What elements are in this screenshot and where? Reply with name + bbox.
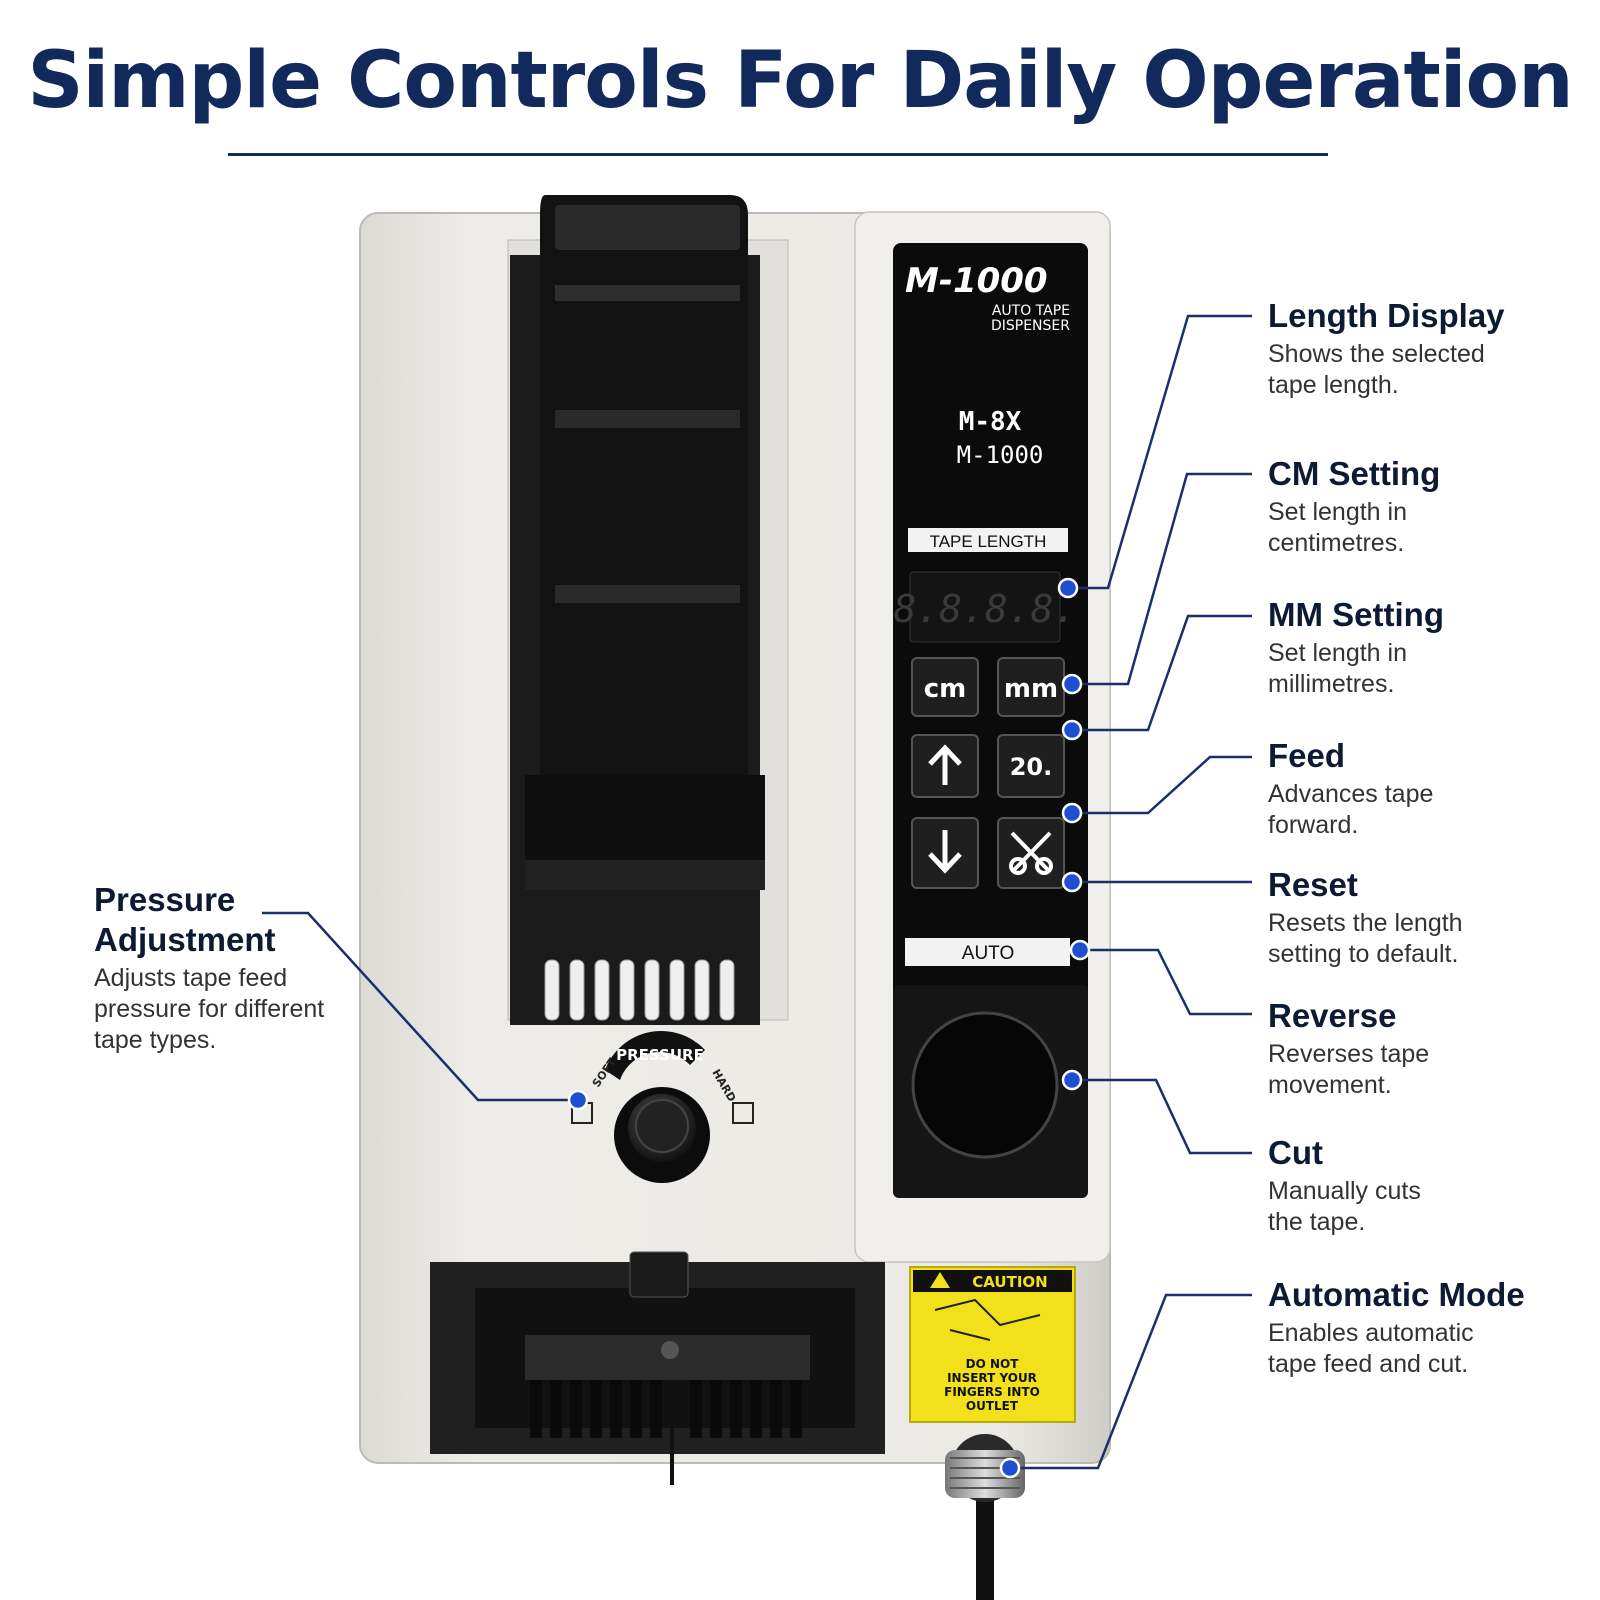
model-1: M-8X — [959, 407, 1022, 437]
control-panel: M-1000 AUTO TAPE DISPENSER M-8X M-1000 T… — [893, 243, 1088, 1198]
callout-title: Feed — [1268, 737, 1346, 774]
leader-cut — [1072, 1078, 1252, 1155]
pressure-label: PRESSURE — [616, 1046, 704, 1064]
brand-logo: M-1000 — [905, 261, 1048, 301]
cut-button[interactable] — [997, 817, 1065, 889]
leader-mm-setting — [1072, 614, 1252, 732]
leader-pressure — [262, 911, 578, 1102]
brand-sub-1: AUTO TAPE — [992, 303, 1070, 319]
tape-reel-compartment — [507, 195, 789, 1025]
caution-label: CAUTION DO NOT INSERT YOUR FINGERS INTO … — [909, 1266, 1076, 1423]
up-arrow-button[interactable] — [911, 734, 979, 798]
auto-label: AUTO — [962, 943, 1014, 964]
cm-button[interactable]: cm — [911, 657, 979, 717]
scissors-icon — [1009, 831, 1053, 875]
cm-button-label: cm — [924, 674, 967, 704]
down-arrow-button[interactable] — [911, 817, 979, 889]
callout-title: CM Setting — [1268, 455, 1441, 492]
auto-mode-button[interactable] — [911, 1011, 1059, 1159]
model-2: M-1000 — [957, 441, 1044, 469]
mm-button-label: mm — [1004, 674, 1058, 704]
callout-dots — [567, 577, 1091, 1479]
caution-line-1: DO NOT — [966, 1357, 1020, 1371]
callout-title: Automatic Mode — [1268, 1276, 1525, 1313]
callout-title: Length Display — [1268, 297, 1505, 334]
leader-length-display — [1070, 314, 1252, 590]
caution-title: CAUTION — [972, 1273, 1047, 1291]
up-arrow-icon — [928, 744, 962, 785]
callout-title: Reset — [1268, 866, 1358, 903]
brand-sub-2: DISPENSER — [991, 318, 1070, 334]
mm-button[interactable]: mm — [997, 657, 1065, 717]
hand-warning-icon — [934, 1298, 1041, 1341]
tape-outlet — [430, 1251, 885, 1485]
page-title: Simple Controls For Daily Operation — [27, 36, 1573, 126]
down-arrow-icon — [928, 830, 962, 874]
twenty-button[interactable]: 20. — [997, 734, 1065, 798]
warning-icon — [930, 1272, 950, 1288]
callout-connectors — [262, 314, 1252, 1470]
leader-feed — [1072, 755, 1252, 815]
callout-title: MM Setting — [1268, 596, 1444, 633]
callout-title: Reverse — [1268, 997, 1397, 1034]
callout-title: Cut — [1268, 1134, 1323, 1171]
tape-length-label: TAPE LENGTH — [930, 532, 1047, 551]
caution-line-3: FINGERS INTO — [944, 1385, 1040, 1399]
leader-reverse — [1080, 948, 1252, 1016]
twenty-button-label: 20. — [1010, 753, 1053, 781]
leader-cm-setting — [1072, 472, 1252, 686]
title-divider — [228, 153, 1328, 156]
caution-line-4: OUTLET — [966, 1399, 1019, 1413]
caution-line-2: INSERT YOUR — [947, 1371, 1037, 1385]
leader-automatic-mode — [1010, 1293, 1252, 1470]
length-display-readout: 8.8.8.8. — [893, 587, 1076, 631]
